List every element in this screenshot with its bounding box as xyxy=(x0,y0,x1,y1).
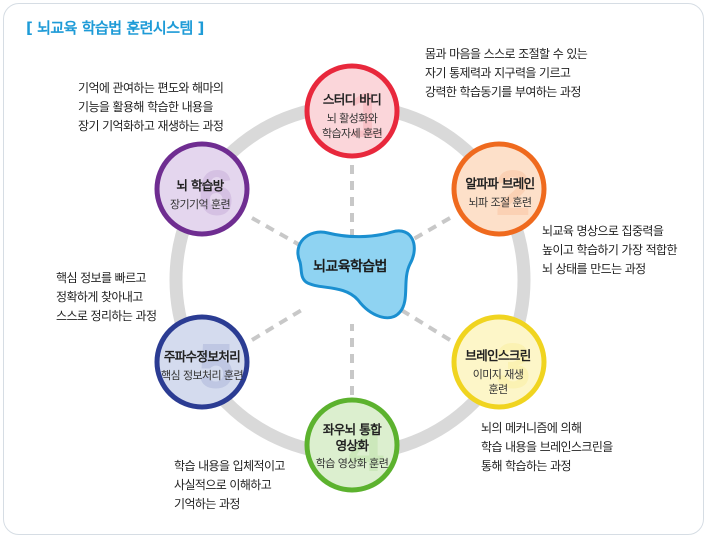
desc-brain-study-room: 기억에 관여하는 편도와 해마의 기능을 활용해 학습한 내용을 장기 기억화하… xyxy=(78,81,224,133)
node-circle-frequency-info xyxy=(154,314,250,410)
desc-brain-screen: 뇌의 메커니즘에 의해 학습 내용을 브레인스크린을 통해 학습하는 과정 xyxy=(481,421,613,473)
node-circle-left-right-brain xyxy=(304,397,400,493)
node-subtitle: 뇌 활성화와 학습자세 훈련 xyxy=(321,112,383,140)
page-title: [ 뇌교육 학습법 훈련시스템 ] xyxy=(26,19,204,37)
desc-frequency-info: 핵심 정보를 빠르고 정확하게 찾아내고 스스로 정리하는 과정 xyxy=(56,271,157,323)
spoke-6 xyxy=(251,216,306,250)
node-title: 뇌 학습방 xyxy=(176,178,224,193)
node-title: 스터디 바디 xyxy=(322,92,382,107)
node-study-body: 스터디 바디 뇌 활성화와 학습자세 훈련 xyxy=(307,92,397,141)
node-number-frequency-info: 5 xyxy=(198,330,234,402)
center-blob xyxy=(296,229,416,320)
node-circle-study-body xyxy=(304,63,400,159)
desc-alpha-brain: 뇌교육 명상으로 집중력을 높이고 학습하기 가장 적합한 뇌 상태를 만드는 … xyxy=(542,224,678,276)
node-subtitle: 학습 영상화 훈련 xyxy=(315,457,389,470)
node-number-brain-study-room: 6 xyxy=(198,157,234,229)
node-subtitle: 장기기억 훈련 xyxy=(169,198,231,211)
node-title: 브레인스크린 xyxy=(465,348,531,363)
node-alpha-brain: 알파파 브레인 뇌파 조절 훈련 xyxy=(452,176,548,210)
node-number-brain-screen: 3 xyxy=(495,330,531,402)
node-subtitle: 핵심 정보처리 훈련 xyxy=(161,369,244,382)
node-subtitle: 뇌파 조절 훈련 xyxy=(468,196,533,209)
desc-left-right-brain: 학습 내용을 입체적이고 사실적으로 이해하고 기억하는 과정 xyxy=(174,459,285,511)
spoke-3 xyxy=(396,306,452,342)
node-frequency-info: 주파수정보처리 핵심 정보처리 훈련 xyxy=(153,349,251,383)
node-circle-alpha-brain xyxy=(451,141,547,237)
node-title: 좌우뇌 통합 영상화 xyxy=(322,422,382,453)
node-number-left-right-brain: 4 xyxy=(348,413,384,485)
center-label: 뇌교육학습법 xyxy=(313,259,387,275)
node-circle-brain-study-room xyxy=(154,141,250,237)
node-circle-brain-screen xyxy=(451,314,547,410)
node-number-study-body: 1 xyxy=(348,79,384,151)
node-title: 주파수정보처리 xyxy=(163,349,241,364)
node-brain-study-room: 뇌 학습방 장기기억 훈련 xyxy=(155,178,245,212)
node-title: 알파파 브레인 xyxy=(465,176,535,191)
desc-study-body: 몸과 마음을 스스로 조절할 수 있는 자기 통제력과 지구력을 기르고 강력한… xyxy=(425,47,588,99)
node-subtitle: 이미지 재생 훈련 xyxy=(472,368,524,396)
node-number-alpha-brain: 2 xyxy=(495,157,531,229)
spoke-5 xyxy=(250,306,307,342)
node-left-right-brain: 좌우뇌 통합 영상화 학습 영상화 훈련 xyxy=(305,422,399,471)
node-brain-screen: 브레인스크린 이미지 재생 훈련 xyxy=(453,348,543,397)
